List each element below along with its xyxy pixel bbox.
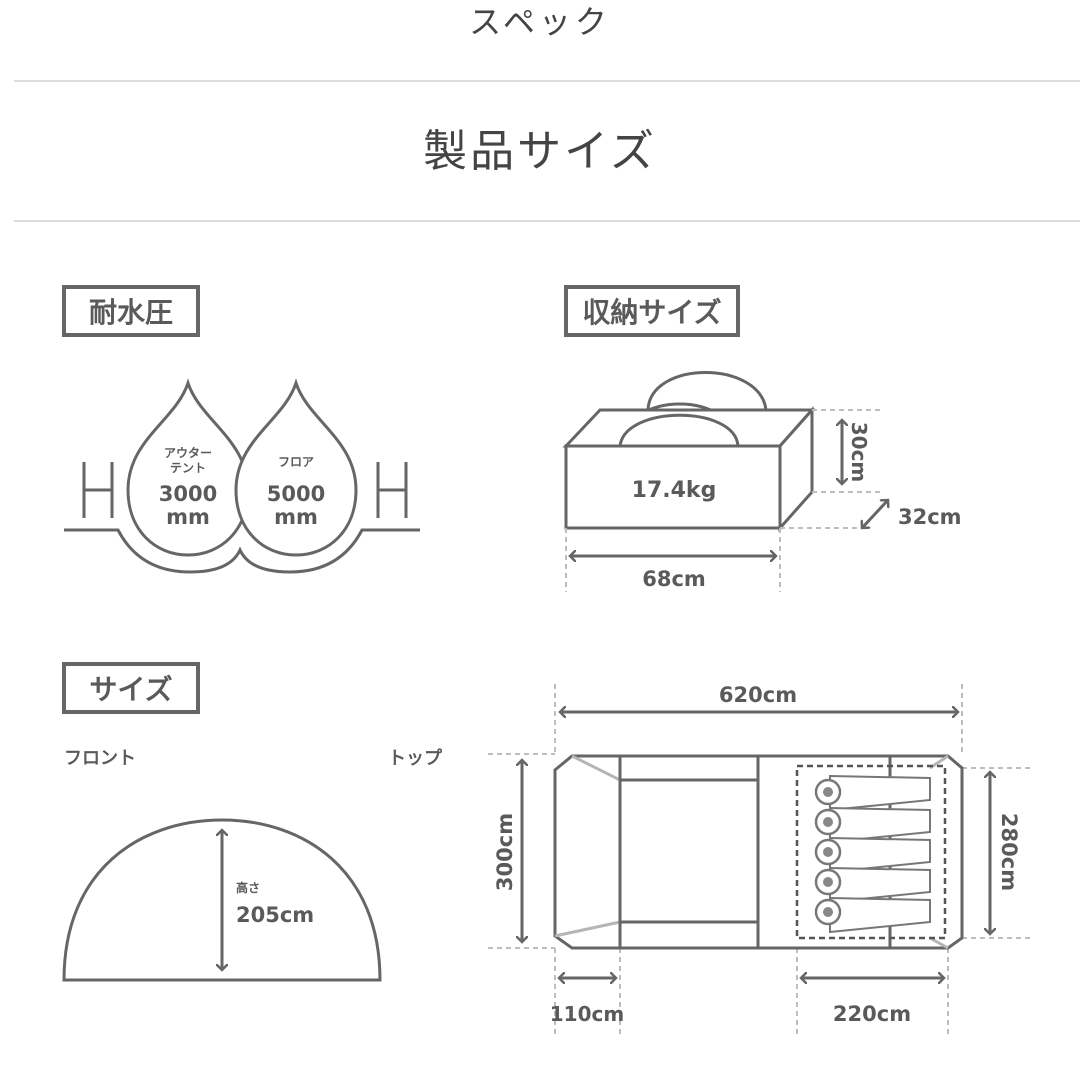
front-view-label: フロント (64, 748, 136, 769)
front-height-name: 高さ (236, 880, 260, 895)
floor-value: 5000 (267, 482, 325, 506)
storage-height-label: 30cm (847, 422, 871, 483)
storage-weight: 17.4kg (632, 478, 717, 503)
floor-drop-icon (234, 378, 358, 557)
size-label-box (62, 662, 200, 714)
storage-depth-arrow (862, 500, 888, 528)
outer-tent-unit: mm (166, 505, 210, 529)
floor-unit: mm (274, 505, 318, 529)
storage-width-label: 68cm (642, 567, 706, 591)
storage-depth-label: 32cm (898, 505, 962, 529)
page-title: スペック (469, 3, 611, 41)
outer-tent-name-2: テント (170, 461, 206, 475)
water-pressure-label: 耐水圧 (89, 296, 173, 329)
vestibule-label: 110cm (550, 1002, 624, 1026)
inner-tent-outline (795, 764, 947, 940)
length-label: 620cm (719, 683, 797, 707)
floor-name: フロア (278, 455, 314, 469)
size-label: サイズ (89, 673, 172, 706)
divider (14, 80, 1080, 82)
bag-front-face (564, 444, 782, 530)
top-view-panels (618, 756, 892, 948)
h-marker-right (376, 462, 408, 518)
front-height-value: 205cm (236, 903, 314, 927)
inner-width-label: 280cm (997, 813, 1021, 891)
storage-label-box (564, 285, 740, 337)
storage-panel: 収納サイズ 17.4kg 30cm 32cm 68cm (562, 285, 962, 592)
water-pressure-label-box (62, 285, 200, 337)
water-pressure-panel: 耐水圧 アウター テント 3000 mm フロア 5000 mm (62, 285, 420, 574)
top-view-label: トップ (388, 747, 443, 769)
width-total-label: 300cm (493, 813, 517, 891)
divider (14, 220, 1080, 222)
storage-label: 収納サイズ (582, 296, 721, 329)
bag-handle-back (646, 371, 768, 411)
storage-guides (565, 409, 884, 592)
outer-tent-name-1: アウター (164, 446, 212, 460)
section-title: 製品サイズ (423, 126, 657, 177)
outer-tent-drop-icon (126, 378, 250, 557)
h-marker-left (82, 462, 114, 518)
outer-tent-value: 3000 (159, 482, 217, 506)
size-panel: サイズ フロント トップ 高さ 205cm (62, 662, 1030, 1036)
inner-length-label: 220cm (833, 1002, 911, 1026)
ground-line (64, 528, 420, 574)
sleeping-bags (814, 774, 931, 934)
